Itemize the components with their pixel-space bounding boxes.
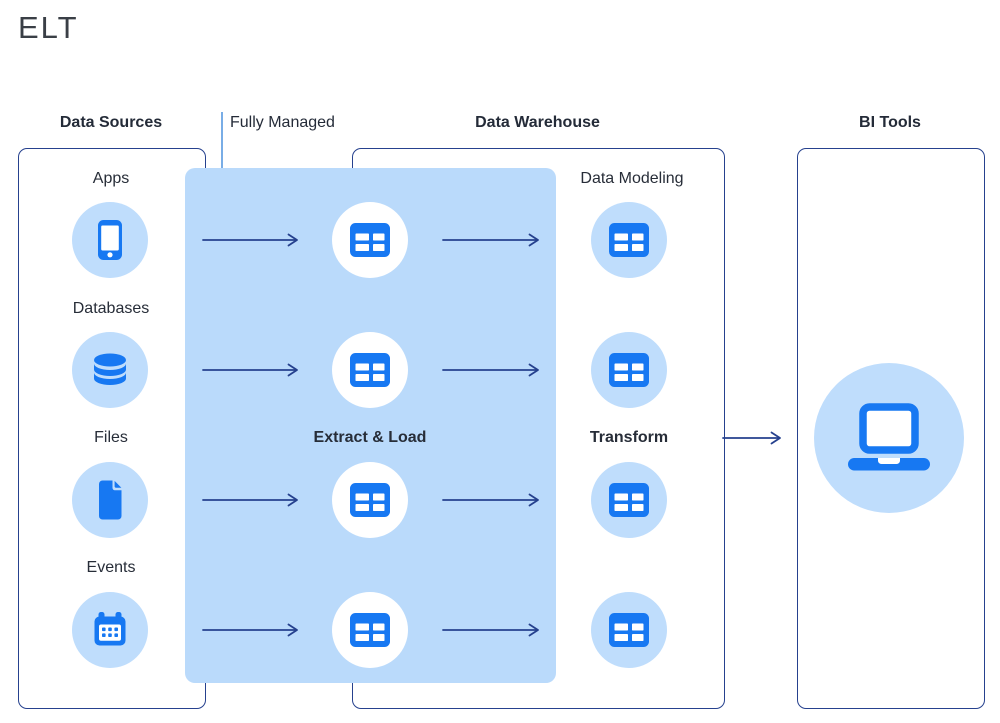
table-icon [609,613,649,647]
bi-tools-header: BI Tools [859,114,921,131]
table-icon [609,353,649,387]
warehouse-table-circle [591,332,667,408]
diagram-title: ELT [18,10,79,45]
events-label: Events [86,559,136,576]
fully-managed-connector-line [221,112,223,169]
table-icon [609,483,649,517]
table-icon [350,353,390,387]
bi-tools-box [797,148,985,709]
databases-label: Databases [72,300,150,317]
warehouse-table-circle [591,462,667,538]
apps-label: Apps [92,170,130,187]
extract-load-stage-circle [332,592,408,668]
table-icon [350,613,390,647]
bi-tools-circle [814,363,964,513]
warehouse-table-circle [591,202,667,278]
table-icon [350,223,390,257]
events-icon-circle [72,592,148,668]
laptop-icon [848,403,930,471]
warehouse-table-circle [591,592,667,668]
data-sources-header: Data Sources [59,114,163,131]
table-icon [350,483,390,517]
apps-icon-circle [72,202,148,278]
smartphone-icon [98,220,122,260]
files-label: Files [94,429,128,446]
extract-load-stage-circle [332,462,408,538]
database-icon [94,353,126,385]
extract-load-stage-circle [332,332,408,408]
data-warehouse-header: Data Warehouse [475,114,600,131]
table-icon [609,223,649,257]
databases-icon-circle [72,332,148,408]
data-modeling-label: Data Modeling [580,170,684,187]
transform-label: Transform [589,429,669,446]
file-icon [99,480,122,520]
extract-load-label: Extract & Load [313,429,427,446]
extract-load-stage-circle [332,202,408,278]
fully-managed-header: Fully Managed [230,114,335,131]
calendar-icon [94,612,126,646]
files-icon-circle [72,462,148,538]
